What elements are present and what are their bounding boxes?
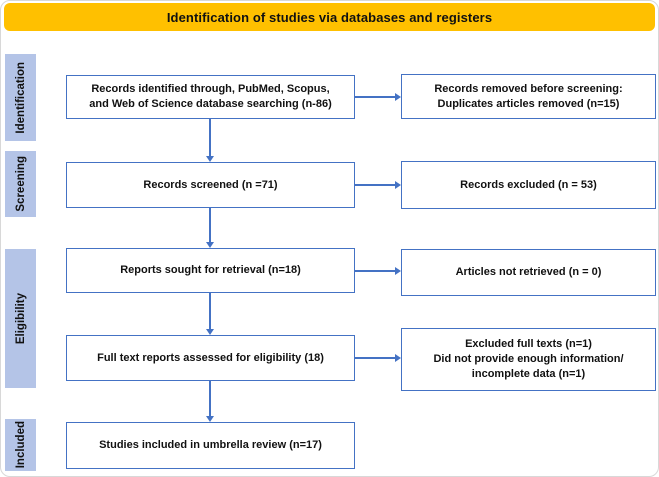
arrow-line xyxy=(209,293,211,329)
stage-screening-label: Screening xyxy=(14,156,27,212)
box-records-removed: Records removed before screening: Duplic… xyxy=(401,74,656,119)
arrow-line xyxy=(209,208,211,242)
box-excluded-fulltexts-line1: Excluded full texts (n=1) xyxy=(465,338,592,350)
box-records-removed-line2: Duplicates articles removed (n=15) xyxy=(437,97,620,110)
box-excluded-fulltexts: Excluded full texts (n=1) Did not provid… xyxy=(401,328,656,391)
box-records-identified-line2: and Web of Science database searching (n… xyxy=(89,98,332,110)
arrow-head-right-icon xyxy=(395,267,401,275)
stage-screening: Screening xyxy=(5,151,36,217)
box-fulltext-assessed-line1: Full text reports assessed for eligibili… xyxy=(97,351,324,364)
box-records-identified: Records identified through, PubMed, Scop… xyxy=(66,75,355,119)
diagram-title-banner: Identification of studies via databases … xyxy=(4,3,655,31)
box-records-excluded-line1: Records excluded (n = 53) xyxy=(460,178,597,191)
box-articles-not-retrieved-line1: Articles not retrieved (n = 0) xyxy=(455,266,602,278)
box-records-screened-line1: Records screened (n =71) xyxy=(143,178,278,191)
arrow-head-right-icon xyxy=(395,181,401,189)
stage-included-label: Included xyxy=(14,421,27,469)
arrow-line xyxy=(209,119,211,156)
stage-identification: Identification xyxy=(5,54,36,141)
box-studies-included: Studies included in umbrella review (n=1… xyxy=(66,422,355,469)
stage-eligibility: Eligibility xyxy=(5,249,36,388)
stage-identification-label: Identification xyxy=(14,61,27,134)
arrow-head-down-icon xyxy=(206,329,214,335)
arrow-head-down-icon xyxy=(206,156,214,162)
arrow-line xyxy=(355,357,395,359)
box-records-removed-line1: Records removed before screening: xyxy=(434,82,623,95)
arrow-head-down-icon xyxy=(206,416,214,422)
arrow-line xyxy=(209,381,211,416)
box-fulltext-assessed: Full text reports assessed for eligibili… xyxy=(66,335,355,381)
arrow-head-down-icon xyxy=(206,242,214,248)
stage-included: Included xyxy=(5,419,36,471)
arrow-line xyxy=(355,184,395,186)
arrow-line xyxy=(355,270,395,272)
box-records-identified-line1: Records identified through, PubMed, Scop… xyxy=(91,83,330,95)
box-records-excluded: Records excluded (n = 53) xyxy=(401,161,656,209)
box-reports-sought: Reports sought for retrieval (n=18) xyxy=(66,248,355,293)
box-reports-sought-line1: Reports sought for retrieval (n=18) xyxy=(120,264,301,276)
box-records-screened: Records screened (n =71) xyxy=(66,162,355,208)
stage-eligibility-label: Eligibility xyxy=(14,292,27,345)
diagram-title: Identification of studies via databases … xyxy=(166,9,493,25)
arrow-line xyxy=(355,96,395,98)
arrow-head-right-icon xyxy=(395,93,401,101)
box-excluded-fulltexts-line2: Did not provide enough information/ xyxy=(433,353,624,365)
box-studies-included-line1: Studies included in umbrella review (n=1… xyxy=(99,439,322,451)
box-articles-not-retrieved: Articles not retrieved (n = 0) xyxy=(401,249,656,296)
box-excluded-fulltexts-line3: incomplete data (n=1) xyxy=(471,368,586,380)
arrow-head-right-icon xyxy=(395,354,401,362)
